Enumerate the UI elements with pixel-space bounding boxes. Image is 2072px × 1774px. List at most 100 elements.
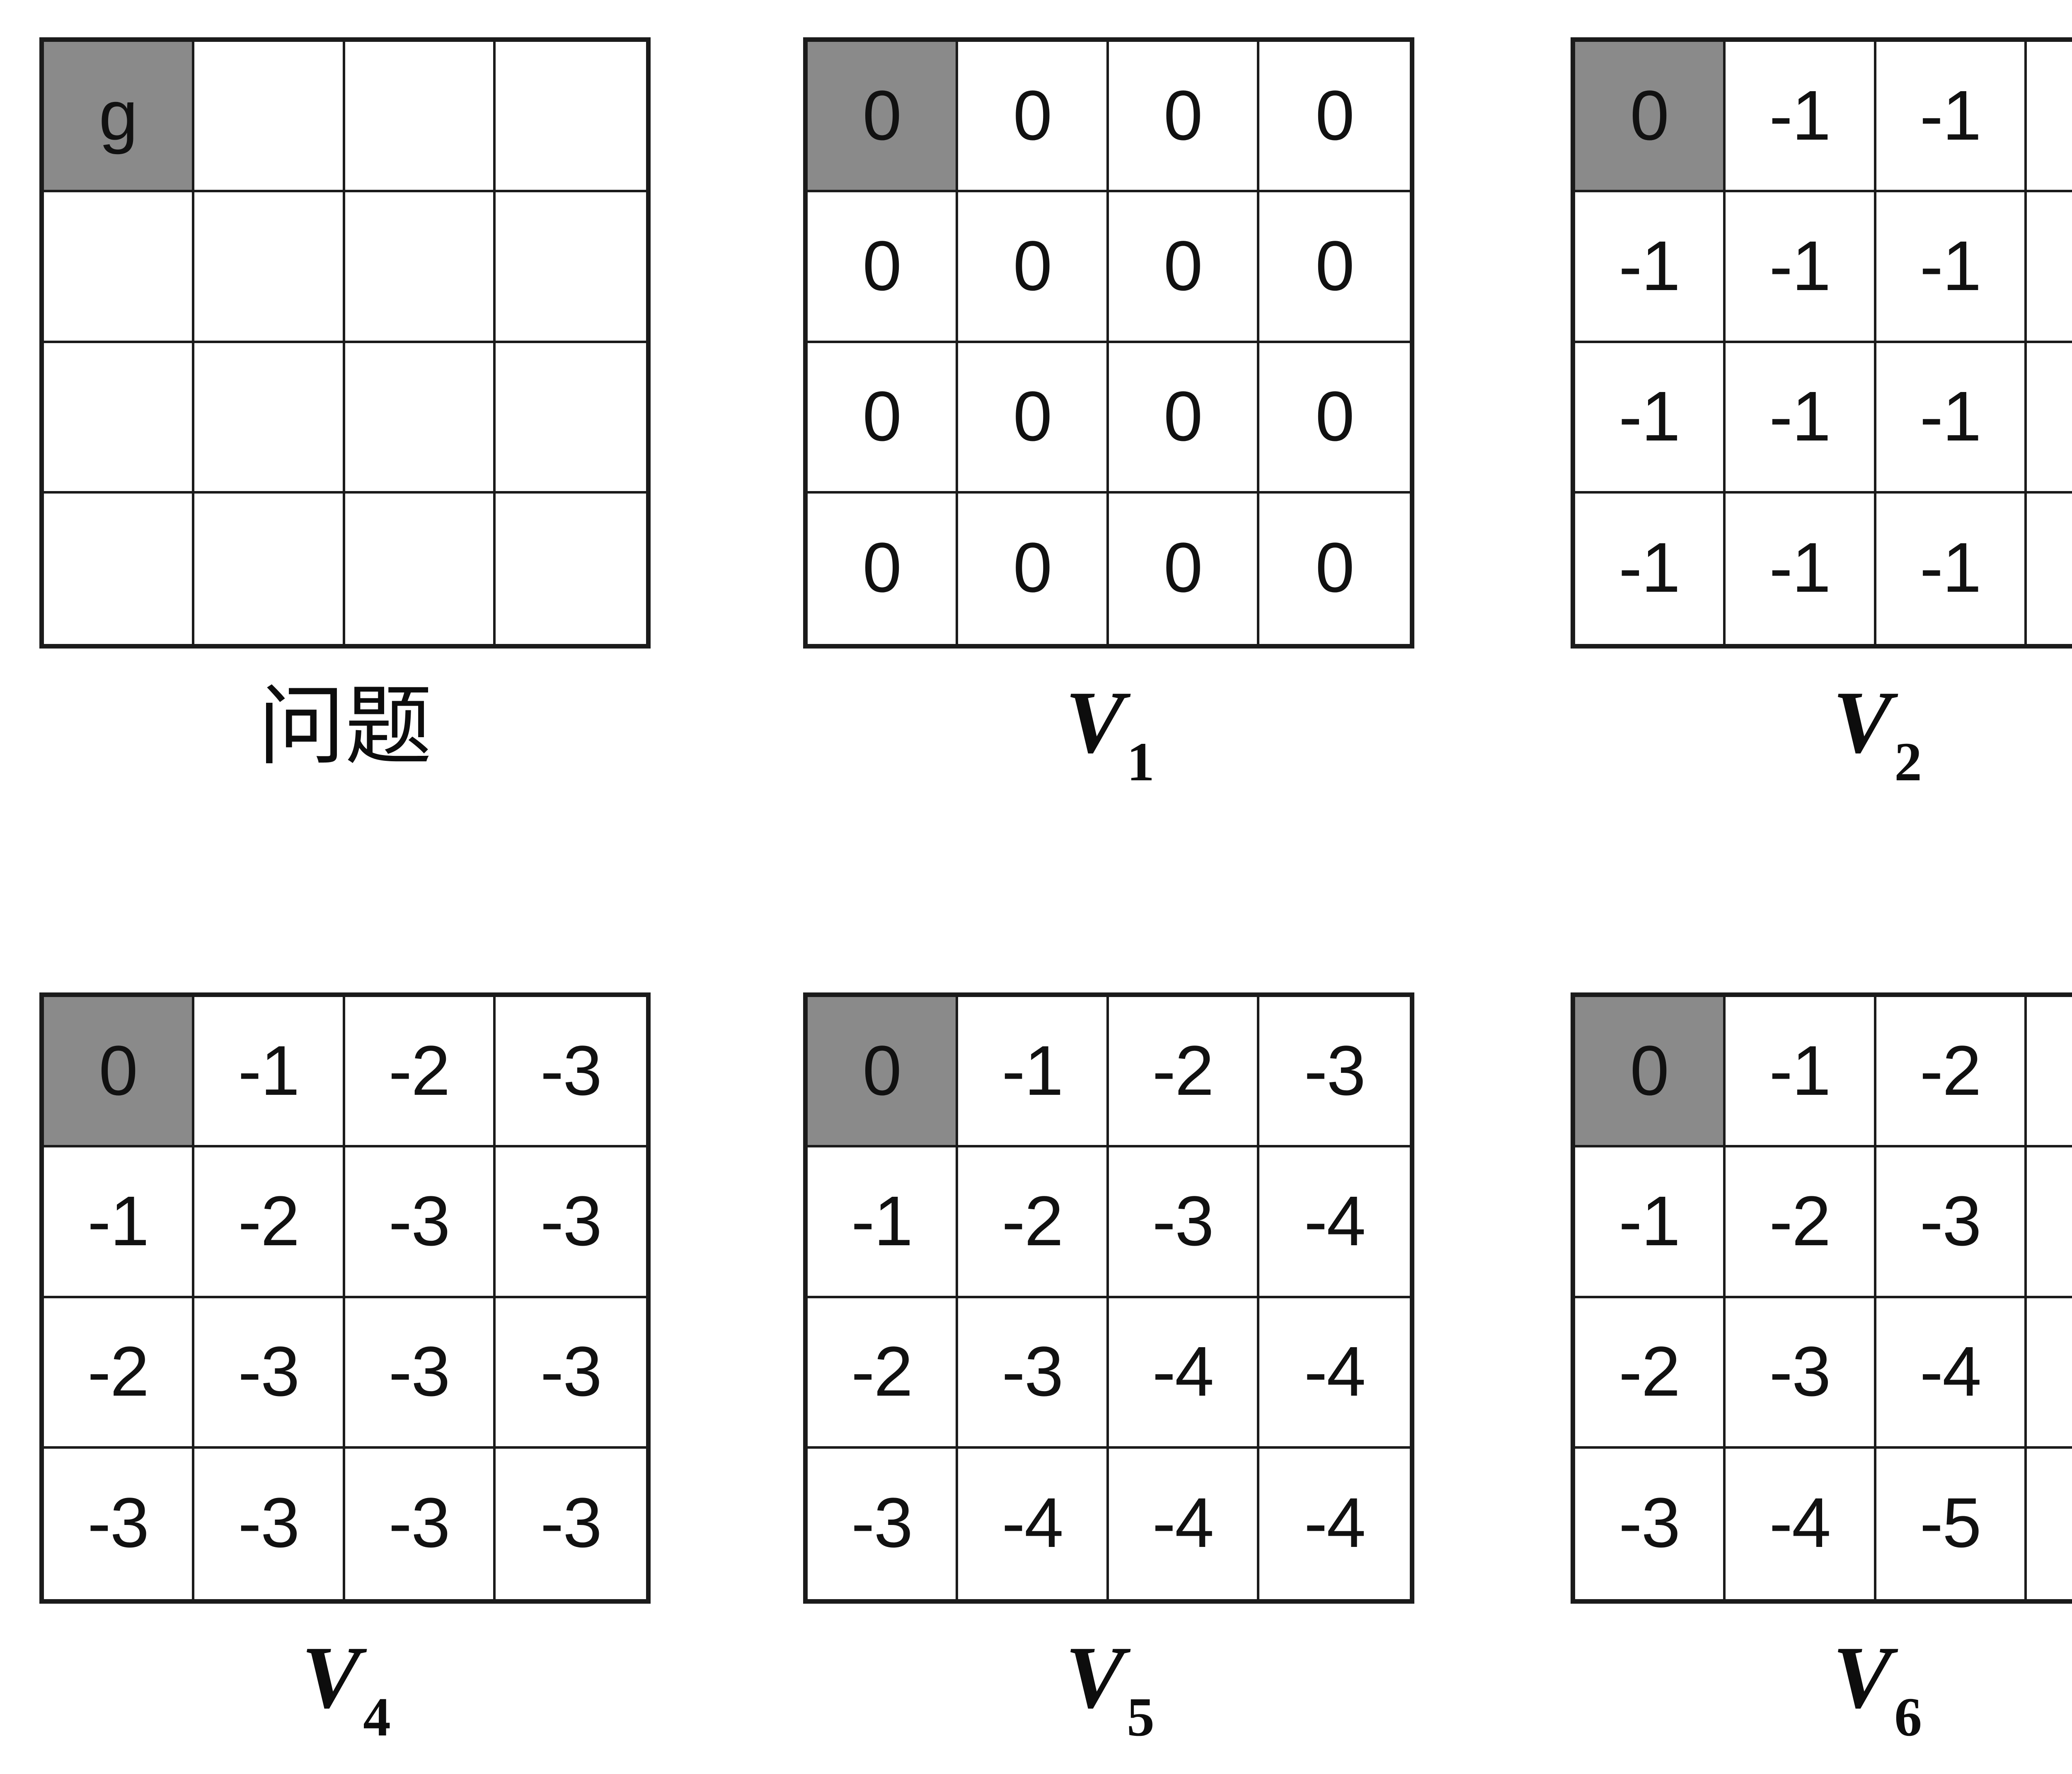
grid-cell-r0-c2[interactable]: -2 <box>1109 997 1259 1148</box>
grid-cell-r0-c3[interactable]: 0 <box>1259 42 1410 193</box>
grid-cell-r3-c0[interactable]: -3 <box>44 1448 195 1599</box>
grid-cell-r0-c0[interactable]: 0 <box>1575 42 1726 193</box>
grid-cell-r1-c0[interactable]: -1 <box>1575 1147 1726 1298</box>
grid-cell-r2-c0[interactable]: -2 <box>44 1298 195 1449</box>
grid-cell-r3-c1[interactable]: -3 <box>194 1448 345 1599</box>
grid-cell-r0-c1[interactable]: 0 <box>958 42 1109 193</box>
grid-cell-r1-c3[interactable]: 0 <box>1259 192 1410 343</box>
grid-cell-r3-c2[interactable]: -4 <box>1109 1448 1259 1599</box>
grid-cell-r3-c2[interactable]: -1 <box>1876 493 2027 644</box>
grid-cell-r3-c3[interactable]: -3 <box>495 1448 646 1599</box>
grid-cell-r0-c2[interactable]: 0 <box>1109 42 1259 193</box>
grid-cell-r3-c3[interactable]: -1 <box>2026 493 2072 644</box>
grid-cell-r0-c2[interactable] <box>345 42 496 193</box>
grid-cell-r0-c3[interactable]: -1 <box>2026 42 2072 193</box>
grid-cell-r1-c1[interactable]: -2 <box>958 1147 1109 1298</box>
grid-cell-r3-c3[interactable]: 0 <box>1259 493 1410 644</box>
grid-cell-r1-c0[interactable] <box>44 192 195 343</box>
grid-cell-r2-c2[interactable] <box>345 343 496 494</box>
grid-cell-r3-c2[interactable]: -5 <box>1876 1448 2027 1599</box>
grid-cell-r0-c1[interactable]: -1 <box>1726 42 1876 193</box>
grid-cell-r1-c0[interactable]: -1 <box>1575 192 1726 343</box>
grid-cell-r0-c0[interactable]: 0 <box>44 997 195 1148</box>
cell-value: -3 <box>851 1484 913 1563</box>
grid-cell-r2-c3[interactable]: 0 <box>1259 343 1410 494</box>
grid-cell-r3-c3[interactable]: -5 <box>2026 1448 2072 1599</box>
grid-cell-r1-c1[interactable]: -2 <box>1726 1147 1876 1298</box>
grid-cell-r0-c2[interactable]: -2 <box>345 997 496 1148</box>
grid-cell-r0-c1[interactable] <box>194 42 345 193</box>
grid-cell-r1-c0[interactable]: 0 <box>808 192 959 343</box>
grid-cell-r1-c2[interactable]: -3 <box>345 1147 496 1298</box>
grid-cell-r2-c2[interactable]: -4 <box>1109 1298 1259 1449</box>
grid-cell-r3-c1[interactable] <box>194 493 345 644</box>
grid-cell-r2-c1[interactable]: -1 <box>1726 343 1876 494</box>
grid-cell-r3-c0[interactable] <box>44 493 195 644</box>
grid-cell-r0-c0[interactable]: g <box>44 42 195 193</box>
grid-cell-r3-c0[interactable]: -1 <box>1575 493 1726 644</box>
grid-cell-r1-c2[interactable] <box>345 192 496 343</box>
grid-cell-r3-c0[interactable]: -3 <box>1575 1448 1726 1599</box>
grid-cell-r1-c0[interactable]: -1 <box>808 1147 959 1298</box>
grid-cell-r1-c2[interactable]: -1 <box>1876 192 2027 343</box>
grid-cell-r1-c1[interactable]: 0 <box>958 192 1109 343</box>
grid-cell-r2-c2[interactable]: 0 <box>1109 343 1259 494</box>
cell-value: 0 <box>1315 377 1355 456</box>
grid-cell-r3-c1[interactable]: -1 <box>1726 493 1876 644</box>
grid-cell-r2-c1[interactable]: -3 <box>194 1298 345 1449</box>
grid-cell-r3-c1[interactable]: -4 <box>1726 1448 1876 1599</box>
grid-cell-r0-c2[interactable]: -2 <box>1876 997 2027 1148</box>
grid-cell-r1-c3[interactable]: -3 <box>495 1147 646 1298</box>
grid-cell-r1-c1[interactable]: -2 <box>194 1147 345 1298</box>
grid-cell-r0-c1[interactable]: -1 <box>1726 997 1876 1148</box>
grid-cell-r1-c3[interactable]: -4 <box>2026 1147 2072 1298</box>
grid-cell-r1-c3[interactable] <box>495 192 646 343</box>
grid-cell-r1-c2[interactable]: -3 <box>1876 1147 2027 1298</box>
cell-value: -1 <box>2027 231 2072 301</box>
grid-cell-r2-c2[interactable]: -1 <box>1876 343 2027 494</box>
grid-cell-r3-c2[interactable]: 0 <box>1109 493 1259 644</box>
grid-cell-r1-c1[interactable] <box>194 192 345 343</box>
grid-cell-r0-c0[interactable]: 0 <box>808 42 959 193</box>
grid-cell-r0-c3[interactable]: -3 <box>2026 997 2072 1148</box>
grid-cell-r2-c0[interactable]: 0 <box>808 343 959 494</box>
grid-cell-r0-c1[interactable]: -1 <box>194 997 345 1148</box>
cell-value: -3 <box>388 1484 450 1563</box>
grid-cell-r0-c0[interactable]: 0 <box>808 997 959 1148</box>
grid-cell-r2-c3[interactable]: -4 <box>1259 1298 1410 1449</box>
grid-cell-r3-c0[interactable]: 0 <box>808 493 959 644</box>
grid-cell-r2-c1[interactable]: -3 <box>1726 1298 1876 1449</box>
grid-cell-r2-c3[interactable]: -5 <box>2026 1298 2072 1449</box>
grid-cell-r0-c2[interactable]: -1 <box>1876 42 2027 193</box>
grid-cell-r2-c2[interactable]: -4 <box>1876 1298 2027 1449</box>
grid-cell-r2-c1[interactable]: -3 <box>958 1298 1109 1449</box>
grid-cell-r2-c3[interactable] <box>495 343 646 494</box>
grid-cell-r1-c2[interactable]: -3 <box>1109 1147 1259 1298</box>
grid-cell-r1-c3[interactable]: -4 <box>1259 1147 1410 1298</box>
grid-cell-r0-c1[interactable]: -1 <box>958 997 1109 1148</box>
grid-cell-r0-c0[interactable]: 0 <box>1575 997 1726 1148</box>
grid-cell-r2-c1[interactable] <box>194 343 345 494</box>
grid-cell-r2-c3[interactable]: -3 <box>495 1298 646 1449</box>
grid-cell-r1-c1[interactable]: -1 <box>1726 192 1876 343</box>
grid-cell-r3-c1[interactable]: 0 <box>958 493 1109 644</box>
grid-cell-r3-c2[interactable] <box>345 493 496 644</box>
grid-cell-r1-c2[interactable]: 0 <box>1109 192 1259 343</box>
grid-cell-r0-c3[interactable]: -3 <box>495 997 646 1148</box>
grid-cell-r3-c0[interactable]: -3 <box>808 1448 959 1599</box>
grid-cell-r2-c0[interactable] <box>44 343 195 494</box>
grid-cell-r0-c3[interactable]: -3 <box>1259 997 1410 1148</box>
grid-cell-r3-c3[interactable] <box>495 493 646 644</box>
grid-cell-r2-c1[interactable]: 0 <box>958 343 1109 494</box>
grid-cell-r2-c3[interactable]: -1 <box>2026 343 2072 494</box>
grid-cell-r2-c2[interactable]: -3 <box>345 1298 496 1449</box>
grid-cell-r2-c0[interactable]: -2 <box>1575 1298 1726 1449</box>
grid-cell-r3-c2[interactable]: -3 <box>345 1448 496 1599</box>
grid-cell-r2-c0[interactable]: -1 <box>1575 343 1726 494</box>
grid-cell-r0-c3[interactable] <box>495 42 646 193</box>
grid-cell-r1-c0[interactable]: -1 <box>44 1147 195 1298</box>
grid-cell-r2-c0[interactable]: -2 <box>808 1298 959 1449</box>
grid-cell-r3-c3[interactable]: -4 <box>1259 1448 1410 1599</box>
grid-cell-r3-c1[interactable]: -4 <box>958 1448 1109 1599</box>
grid-cell-r1-c3[interactable]: -1 <box>2026 192 2072 343</box>
